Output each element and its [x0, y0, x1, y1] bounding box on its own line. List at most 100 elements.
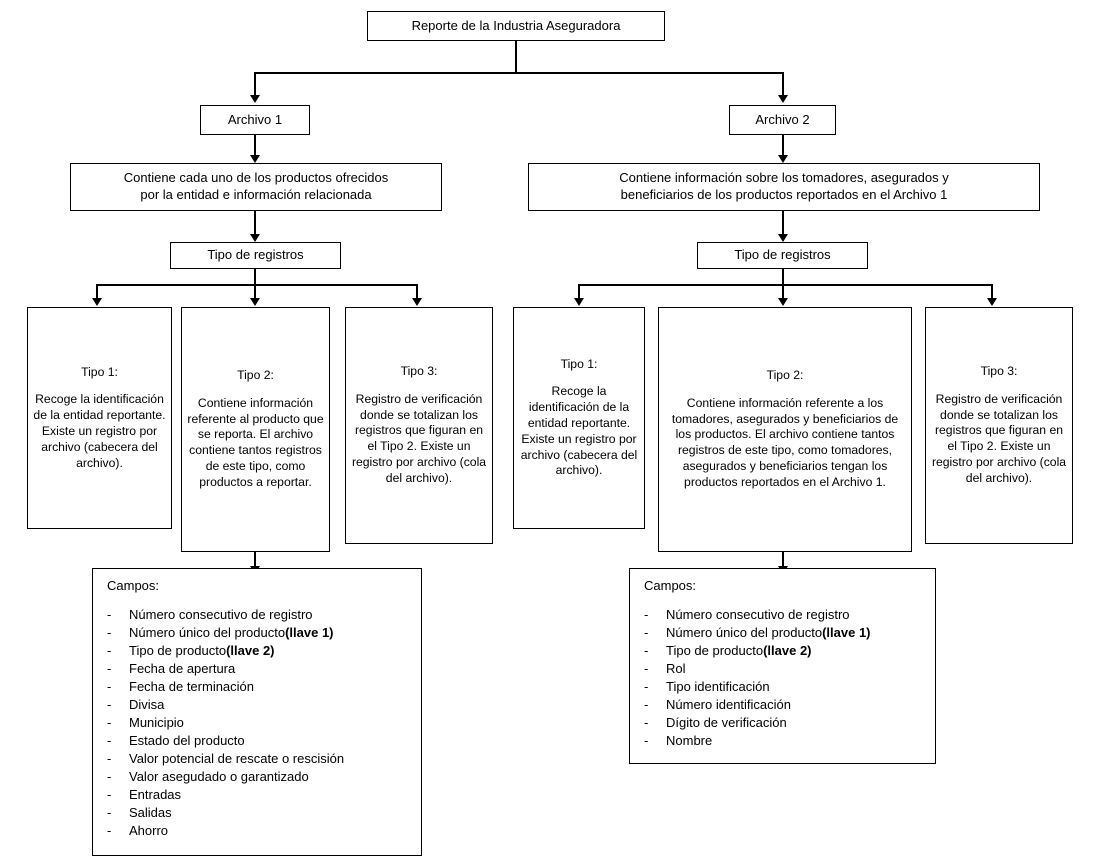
campo-label: Divisa: [129, 697, 165, 712]
archivo-1-tipo-3-title: Tipo 3:: [400, 364, 438, 379]
archivo-2-tipo-1-text: Recoge la identificación de la entidad r…: [520, 384, 638, 478]
archivo-1-tipo-registros-label: Tipo de registros: [207, 247, 304, 263]
arrowhead-archivo1: [250, 95, 260, 103]
campo-label: Municipio: [129, 715, 184, 730]
campo-item: - Tipo identificación: [644, 680, 935, 693]
bullet-dash: -: [644, 679, 649, 694]
campo-label: Fecha de apertura: [129, 661, 236, 676]
connector-a1-fan-center: [254, 284, 256, 300]
arrowhead-a1-tipo2: [250, 298, 260, 306]
archivo-1-tipo-2-title: Tipo 2:: [237, 368, 274, 383]
campo-item: -Divisa: [107, 698, 421, 711]
connector-a1-fan-left: [96, 284, 98, 300]
connector-a1-fan-right: [416, 284, 418, 300]
archivo-2-campos-header: Campos:: [644, 578, 697, 593]
campo-item: -Número consecutivo de registro: [107, 608, 421, 621]
node-archivo-1-tipo-2: Tipo 2: Contiene información referente a…: [181, 307, 330, 552]
connector-a1-tipo2-to-campos: [254, 552, 256, 570]
campo-label: Número consecutivo de registro: [666, 607, 850, 622]
campo-label: Tipo de producto: [129, 643, 227, 658]
campo-label: Valor asegudado o garantizado: [129, 769, 309, 784]
connector-a1-fan-stem: [254, 269, 256, 285]
arrowhead-a2-tipo1: [574, 298, 584, 306]
archivo-1-campos-list: -Número consecutivo de registro-Número ú…: [107, 608, 421, 837]
campo-item: - Estado del producto: [107, 734, 421, 747]
campo-label: Valor potencial de rescate o rescisión: [129, 751, 345, 766]
bullet-dash: -: [107, 643, 112, 658]
bullet-dash: -: [644, 661, 649, 676]
campo-item: -Número consecutivo de registro: [644, 608, 935, 621]
campo-item: -Tipo de producto (llave 2): [644, 644, 935, 657]
connector-a1-fan-bar: [96, 284, 418, 286]
archivo-2-tipo-2-text: Contiene información referente a los tom…: [671, 395, 899, 489]
node-archivo-1: Archivo 1: [200, 105, 310, 135]
node-archivo-1-campos: Campos: -Número consecutivo de registro-…: [92, 568, 422, 856]
bullet-dash: -: [107, 679, 112, 694]
node-archivo-1-tipo-registros: Tipo de registros: [170, 242, 341, 269]
archivo-2-desc-line-2: beneficiarios de los productos reportado…: [620, 187, 948, 202]
campo-item: -Ahorro: [107, 824, 421, 837]
node-archivo-1-description: Contiene cada uno de los productos ofrec…: [70, 163, 442, 211]
campo-item: -Número único del producto (llave 1): [644, 626, 935, 639]
arrowhead-archivo2-desc: [778, 155, 788, 163]
bullet-dash: -: [107, 787, 112, 802]
connector-a2-fan-center: [782, 284, 784, 300]
campo-label: Salidas: [129, 805, 172, 820]
root-node-reporte: Reporte de la Industria Aseguradora: [367, 11, 665, 41]
campo-label: Tipo identificación: [666, 679, 770, 694]
arrowhead-archivo1-desc: [250, 155, 260, 163]
archivo-1-campos-header: Campos:: [107, 578, 160, 593]
campo-label: Estado del producto: [129, 733, 245, 748]
node-archivo-2: Archivo 2: [729, 105, 836, 135]
connector-a2-tipo2-to-campos: [782, 552, 784, 570]
node-archivo-2-label: Archivo 2: [755, 111, 810, 127]
campo-emphasis: (llave 1): [822, 625, 871, 640]
campo-emphasis: (llave 2): [226, 643, 275, 658]
archivo-2-desc-line-1: Contiene información sobre los tomadores…: [619, 170, 949, 186]
archivo-1-tipo-2-text: Contiene información referente al produc…: [187, 395, 324, 489]
bullet-dash: -: [644, 715, 649, 730]
arrowhead-archivo2: [778, 95, 788, 103]
campo-label: Fecha de terminación: [129, 679, 255, 694]
campo-item: -Valor potencial de rescate o rescisión: [107, 752, 421, 765]
campo-item: - Dígito de verificación: [644, 716, 935, 729]
arrowhead-a1-tipo3: [412, 298, 422, 306]
campo-label: Número consecutivo de registro: [129, 607, 313, 622]
bullet-dash: -: [107, 625, 112, 640]
node-archivo-1-tipo-3: Tipo 3: Registro de verificación donde s…: [345, 307, 493, 544]
bullet-dash: -: [644, 625, 649, 640]
campo-item: - Salidas: [107, 806, 421, 819]
campo-item: -Número único del producto (llave 1): [107, 626, 421, 639]
archivo-1-tipo-1-text: Recoge la identificación de la entidad r…: [33, 392, 166, 470]
node-archivo-2-tipo-2: Tipo 2: Contiene información referente a…: [658, 307, 912, 552]
bullet-dash: -: [644, 697, 649, 712]
bullet-dash: -: [107, 805, 112, 820]
archivo-2-tipo-2-title: Tipo 2:: [766, 368, 804, 383]
node-archivo-1-tipo-1: Tipo 1: Recoge la identificación de la e…: [27, 307, 172, 529]
bullet-dash: -: [107, 733, 112, 748]
bullet-dash: -: [644, 643, 649, 658]
connector-archivo2-to-desc: [782, 135, 784, 157]
arrowhead-a2-tipo3: [987, 298, 997, 306]
archivo-2-tipo-3-title: Tipo 3:: [980, 364, 1018, 379]
campo-label: Rol: [666, 661, 686, 676]
archivo-1-tipo-1-title: Tipo 1:: [81, 364, 118, 379]
arrowhead-archivo2-registros: [778, 234, 788, 242]
bullet-dash: -: [107, 769, 112, 784]
campo-item: -Entradas: [107, 788, 421, 801]
node-archivo-1-label: Archivo 1: [227, 111, 283, 127]
bullet-dash: -: [107, 823, 112, 838]
archivo-2-tipo-1-title: Tipo 1:: [560, 356, 598, 371]
connector-a2-fan-stem: [782, 269, 784, 285]
connector-root-stem: [515, 41, 517, 73]
campo-emphasis: (llave 2): [763, 643, 812, 658]
connector-a2-fan-right: [991, 284, 993, 300]
node-archivo-2-tipo-registros: Tipo de registros: [697, 242, 868, 269]
archivo-2-tipo-3-text: Registro de verificación donde se totali…: [931, 391, 1067, 485]
connector-a2-fan-bar: [578, 284, 993, 286]
campo-label: Dígito de verificación: [666, 715, 787, 730]
connector-root-split: [255, 72, 784, 74]
arrowhead-a2-tipo2: [778, 298, 788, 306]
archivo-1-tipo-3-text: Registro de verificación donde se totali…: [351, 391, 487, 485]
archivo-2-tipo-registros-label: Tipo de registros: [734, 247, 831, 263]
